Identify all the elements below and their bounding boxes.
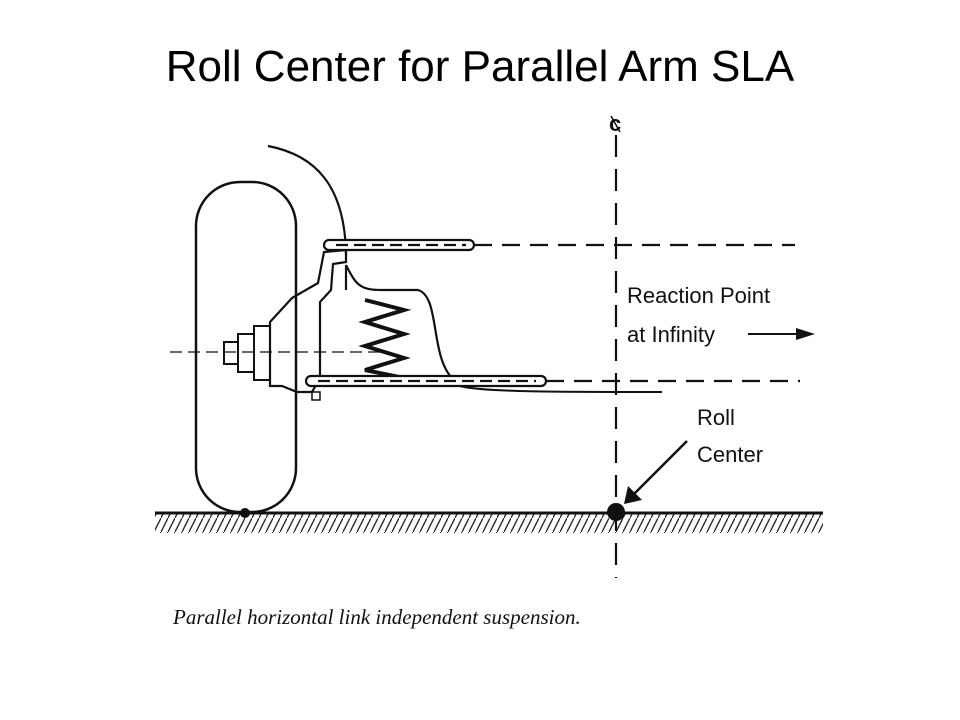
spring-housing	[345, 264, 461, 383]
roll-center-label: Roll	[697, 405, 735, 430]
wheel-hub	[223, 325, 271, 381]
tire	[194, 180, 298, 514]
upper-control-arm	[322, 238, 476, 252]
infinity-arrow	[748, 328, 815, 340]
tire-contact-point	[240, 508, 250, 518]
figure-caption: Parallel horizontal link independent sus…	[172, 605, 581, 629]
steering-knuckle	[268, 248, 348, 394]
roll-center-label-line2: Center	[697, 442, 763, 467]
reaction-point-label: Reaction Point	[627, 283, 770, 308]
roll-center-arrow	[624, 440, 688, 504]
lower-control-arm	[304, 374, 663, 393]
ground	[155, 511, 823, 533]
reaction-point-label-line2: at Infinity	[627, 322, 715, 347]
roll-center-point	[607, 503, 625, 521]
coil-spring	[358, 298, 412, 380]
fender	[267, 144, 348, 256]
slide-title: Roll Center for Parallel Arm SLA	[165, 42, 795, 91]
